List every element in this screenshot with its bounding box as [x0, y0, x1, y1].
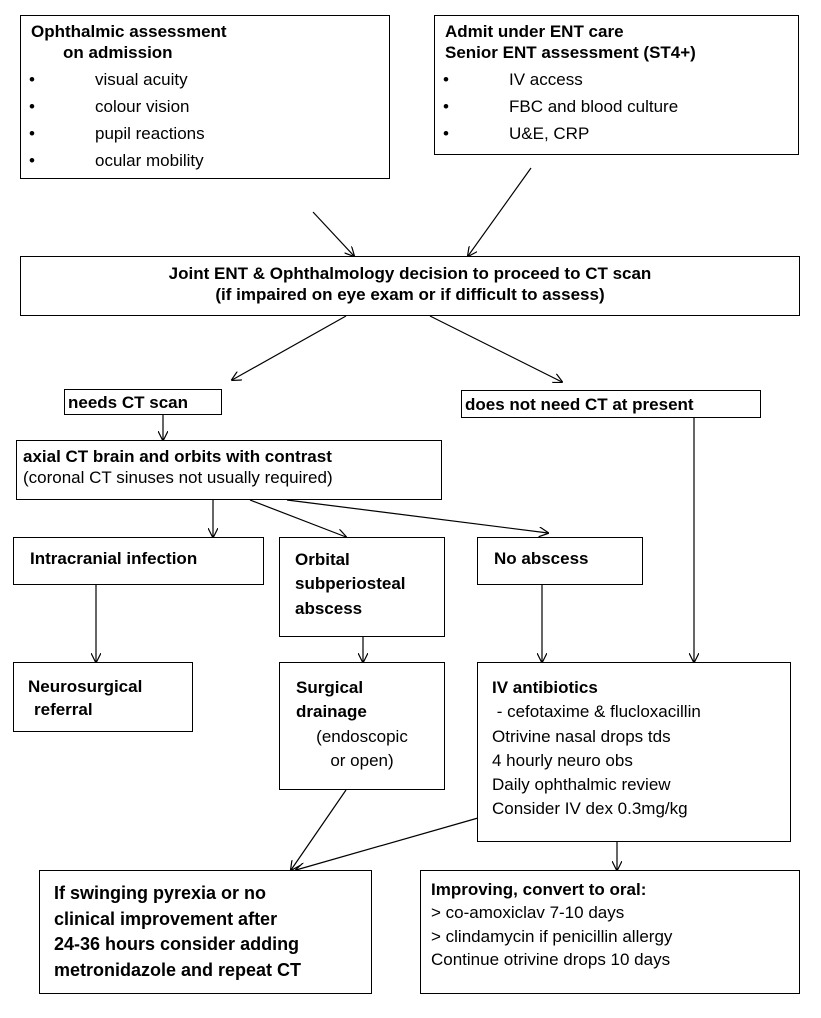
- orbital-line3: abscess: [295, 598, 363, 618]
- swinging-line: If swinging pyrexia or no: [54, 883, 267, 903]
- swinging-line: metronidazole and repeat CT: [54, 959, 302, 980]
- iv-title: IV antibiotics: [492, 678, 598, 697]
- orbital-line1: Orbital: [295, 550, 350, 569]
- list-item: pupil reactions: [19, 120, 379, 147]
- list-item: colour vision: [19, 93, 379, 120]
- neurosurgical-referral-box: Neurosurgical referral: [13, 662, 193, 732]
- improving-title: Improving, convert to oral:: [431, 880, 647, 899]
- arrow-ent-to-joint: [468, 167, 532, 256]
- neuro-line2: referral: [34, 700, 93, 720]
- neuro-line1: Neurosurgical: [28, 677, 143, 696]
- surgical-drainage-box: Surgical drainage (endoscopic or open): [279, 662, 445, 790]
- improving-line: > co-amoxiclav 7-10 days: [431, 903, 625, 923]
- needs-ct-label: needs CT scan: [68, 393, 188, 412]
- no-abscess-box: No abscess: [477, 537, 643, 585]
- list-item: IV access: [433, 66, 788, 93]
- swinging-line: clinical improvement after: [54, 908, 278, 929]
- ophthalmic-title-line2: on admission: [63, 43, 173, 63]
- joint-decision-line2: (if impaired on eye exam or if difficult…: [215, 285, 605, 305]
- arrow-joint-to-needs-ct: [232, 315, 347, 380]
- improving-line: > clindamycin if penicillin allergy: [431, 926, 673, 946]
- ent-title-line2: Senior ENT assessment (ST4+): [445, 43, 696, 63]
- arrow-iv-to-swinging: [296, 817, 479, 870]
- list-item: ocular mobility: [19, 147, 379, 174]
- no-ct-label: does not need CT at present: [465, 395, 694, 414]
- ophthalmic-assessment-box: Ophthalmic assessment on admission visua…: [20, 15, 390, 179]
- iv-line: 4 hourly neuro obs: [492, 750, 633, 770]
- iv-line: - cefotaxime & flucloxacillin: [492, 702, 701, 722]
- no-ct-box: does not need CT at present: [461, 390, 761, 418]
- improving-line: Continue otrivine drops 10 days: [431, 949, 671, 969]
- iv-line: Daily ophthalmic review: [492, 775, 671, 794]
- ct-line2: (coronal CT sinuses not usually required…: [23, 468, 333, 488]
- swinging-line: 24-36 hours consider adding: [54, 934, 300, 954]
- arrow-joint-to-no-ct: [429, 315, 562, 382]
- ent-admission-box: Admit under ENT care Senior ENT assessme…: [434, 15, 799, 155]
- iv-line: Consider IV dex 0.3mg/kg: [492, 799, 688, 819]
- ent-list: IV access FBC and blood culture U&E, CRP: [433, 66, 788, 147]
- surgical-line1: Surgical: [296, 678, 364, 697]
- list-item: FBC and blood culture: [433, 93, 788, 120]
- joint-decision-box: Joint ENT & Ophthalmology decision to pr…: [20, 256, 800, 316]
- no-abscess-label: No abscess: [494, 549, 589, 568]
- surgical-line2: drainage: [296, 702, 367, 722]
- ophthalmic-title-line1: Ophthalmic assessment: [31, 22, 227, 41]
- ophthalmic-list: visual acuity colour vision pupil reacti…: [19, 66, 379, 174]
- iv-antibiotics-box: IV antibiotics - cefotaxime & flucloxaci…: [477, 662, 791, 842]
- orbital-line2: subperiosteal: [295, 574, 406, 594]
- list-item: visual acuity: [19, 66, 379, 93]
- intracranial-infection-box: Intracranial infection: [13, 537, 264, 585]
- surgical-line3: (endoscopic: [316, 726, 408, 746]
- iv-line: Otrivine nasal drops tds: [492, 726, 671, 746]
- needs-ct-box: needs CT scan: [64, 389, 222, 415]
- arrow-surgical-to-swinging: [291, 789, 347, 870]
- ent-title-line1: Admit under ENT care: [445, 22, 624, 41]
- joint-decision-line1: Joint ENT & Ophthalmology decision to pr…: [168, 264, 652, 283]
- arrow-ct-to-orbital: [249, 499, 346, 537]
- ct-scan-box: axial CT brain and orbits with contrast …: [16, 440, 442, 500]
- improving-oral-box: Improving, convert to oral: > co-amoxicl…: [420, 870, 800, 994]
- orbital-abscess-box: Orbital subperiosteal abscess: [279, 537, 445, 637]
- list-item: U&E, CRP: [433, 120, 788, 147]
- arrow-ct-to-no-abscess: [286, 499, 548, 533]
- swinging-pyrexia-box: If swinging pyrexia or no clinical impro…: [39, 870, 372, 994]
- ct-line1: axial CT brain and orbits with contrast: [23, 447, 332, 466]
- surgical-line4: or open): [330, 750, 394, 770]
- arrow-ophthalmic-to-joint: [312, 211, 354, 256]
- intracranial-label: Intracranial infection: [30, 549, 198, 568]
